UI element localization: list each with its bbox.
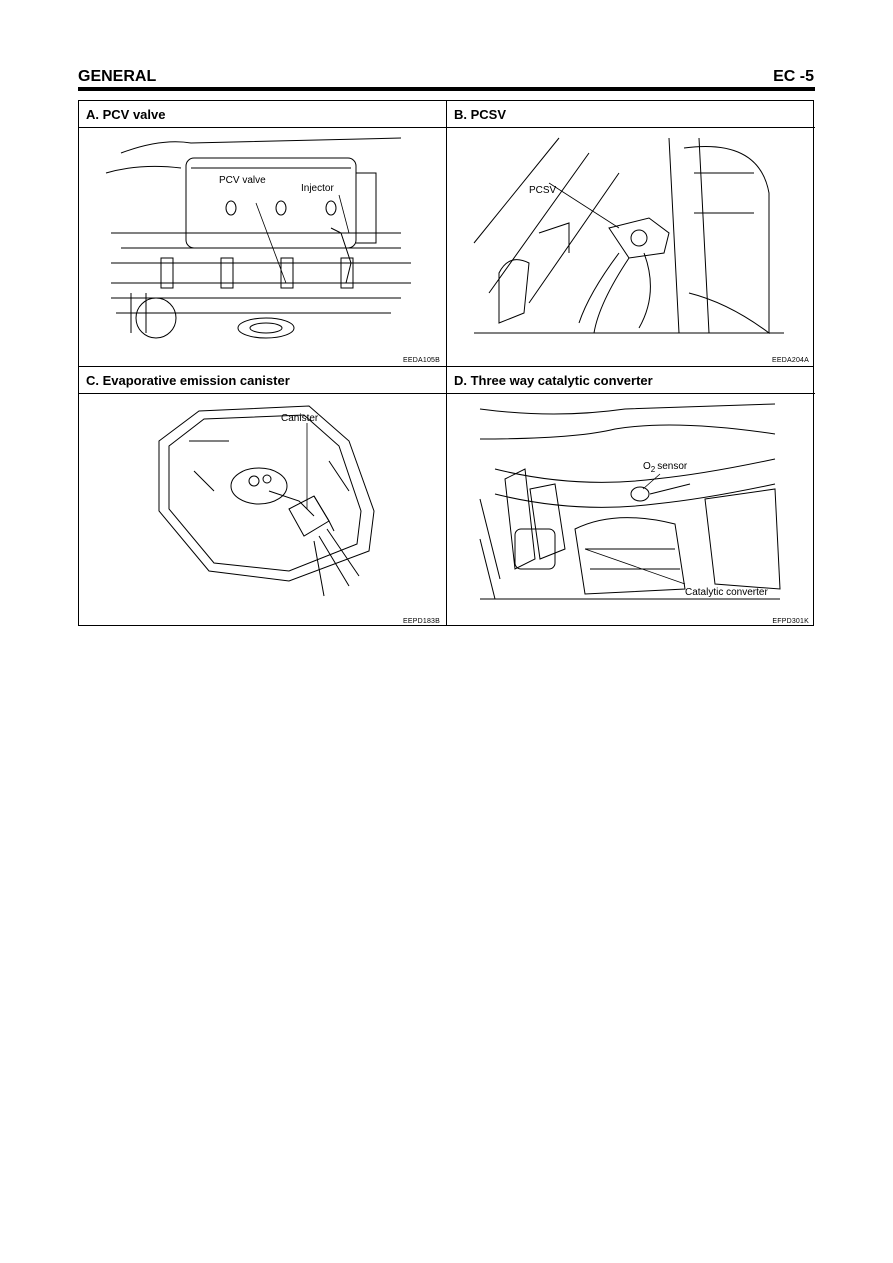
panel-pcv-valve: A. PCV valve (79, 101, 446, 366)
canister-label: Canister (281, 413, 319, 424)
figure-grid: A. PCV valve (78, 100, 815, 627)
panel-pcsv: B. PCSV PCSV EEDA204A (447, 101, 815, 366)
panel-canister: C. Evaporative emission canister Caniste… (79, 367, 446, 627)
pcsv-label: PCSV (529, 185, 557, 196)
panel-title: C. Evaporative emission canister (79, 367, 446, 394)
panel-title: B. PCSV (447, 101, 815, 128)
panel-title: D. Three way catalytic converter (447, 367, 815, 394)
figure-code: EEPD183B (402, 618, 440, 625)
page-number: EC -5 (773, 68, 814, 85)
catalytic-converter-label: Catalytic converter (685, 587, 768, 598)
figure-code: EEDA105B (402, 357, 440, 364)
grid-divider-vertical (446, 101, 447, 625)
injector-label: Injector (301, 183, 334, 194)
panel-catalytic-converter: D. Three way catalytic converter (447, 367, 815, 627)
pcv-valve-illustration: PCV valve Injector (105, 137, 411, 339)
pcsv-illustration: PCSV (473, 137, 784, 334)
figure-code: EFPD301K (772, 618, 809, 625)
page-header: GENERAL EC -5 (78, 66, 814, 88)
panel-title: A. PCV valve (79, 101, 446, 128)
section-title: GENERAL (78, 68, 157, 85)
pcv-valve-label: PCV valve (219, 175, 266, 186)
grid-divider-horizontal (79, 366, 813, 367)
header-rule (78, 87, 815, 91)
canister-illustration: Canister (158, 405, 375, 597)
figure-code: EEDA204A (771, 357, 809, 364)
